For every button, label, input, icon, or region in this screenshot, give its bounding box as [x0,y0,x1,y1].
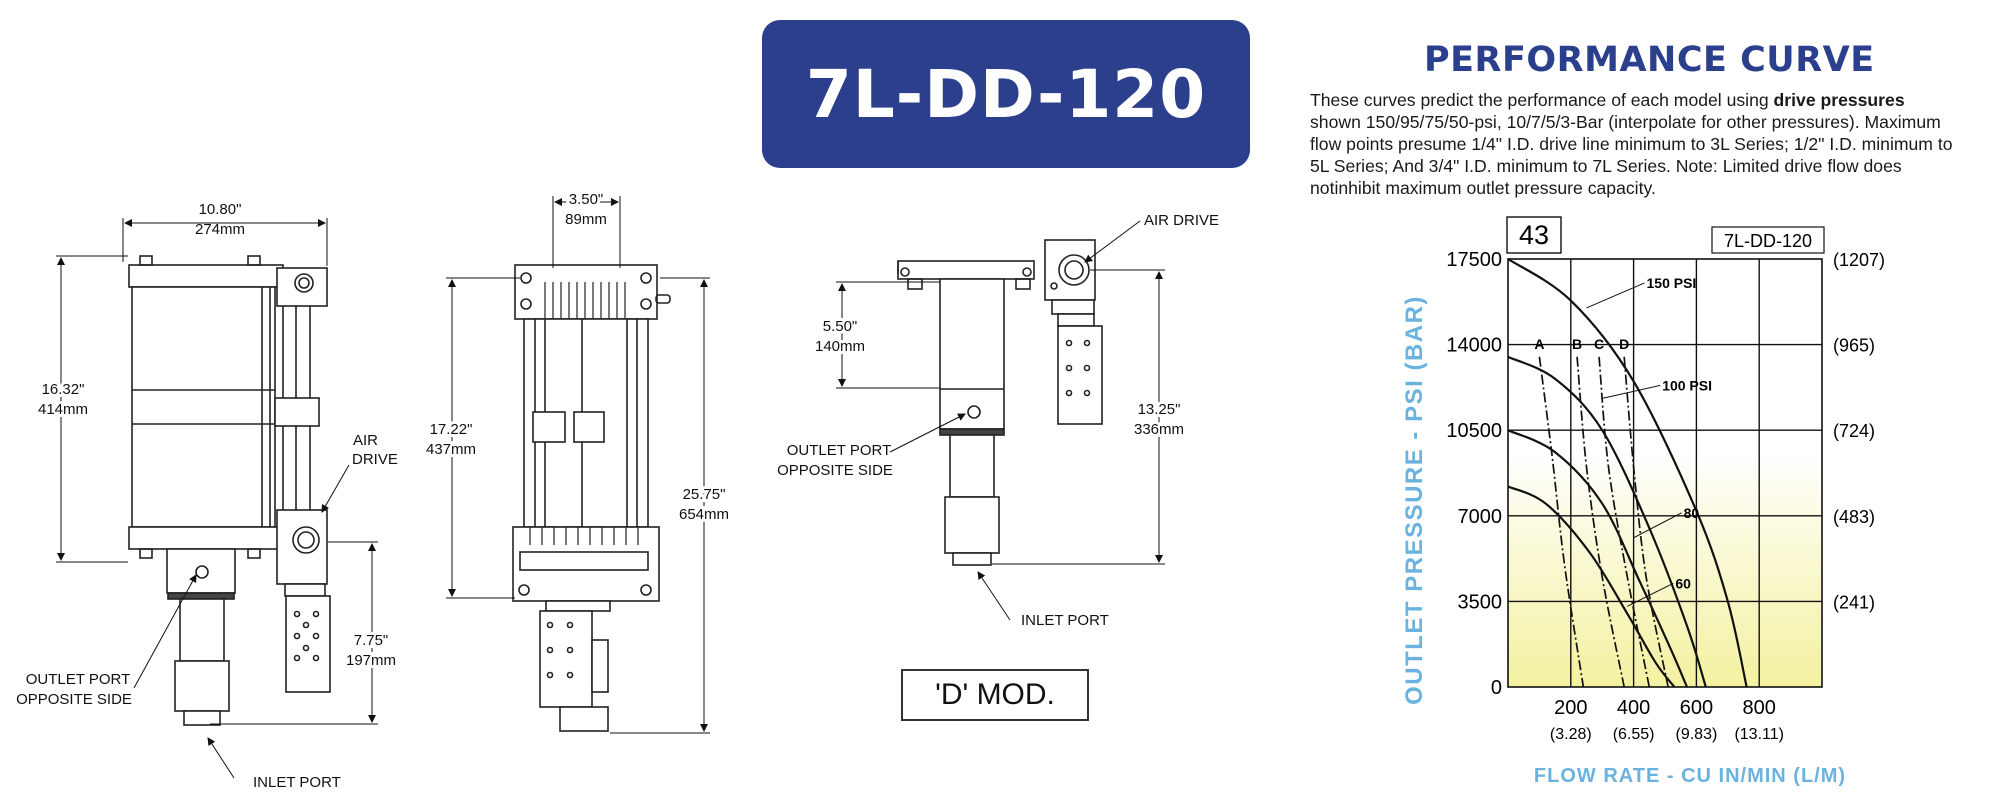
curve-annotation: 100 PSI [1662,377,1712,393]
x-tick-label: 600 [1680,697,1713,719]
pressure-curve [1507,355,1707,688]
chart-model-box [1711,226,1825,254]
model-title: 7L-DD-120 [805,55,1207,133]
y-tick-bar-label: (724) [1833,421,1875,441]
d-mod-label: 'D' MOD. [901,669,1089,721]
chart-curves [1507,258,1748,688]
chart-model-label: 7L-DD-120 [1724,231,1812,251]
performance-curve-title: PERFORMANCE CURVE [1424,40,1875,80]
x-tick-label: 800 [1743,697,1776,719]
flow-limit-label: A [1534,336,1544,352]
y-tick-bar-label: (1207) [1833,250,1885,270]
chart-badge: 43 [1519,220,1549,250]
curve-annotation: 60 [1675,575,1691,591]
x-tick-label: 400 [1617,697,1650,719]
performance-description: These curves predict the performance of … [1310,89,1960,199]
y-tick-bar-label: (483) [1833,507,1875,527]
chart-labels: 17500 (1207) 14000 (965) 10500 (724) 7000 (483)… [1446,249,1885,743]
curve-annotation: 80 [1684,505,1700,521]
chart-badge-box [1506,216,1562,254]
y-tick-label: 17500 [1446,249,1502,271]
pressure-curve [1507,485,1676,688]
description-bold: drive pressures [1773,90,1905,110]
flow-limit-curve [1623,356,1669,688]
x-tick-lm-label: (13.11) [1734,726,1784,743]
y-tick-label: 7000 [1458,506,1503,528]
flow-limit-label: C [1594,336,1604,352]
plot-border [1507,258,1823,688]
x-axis-label: FLOW RATE - CU IN/MIN (L/M) [1534,765,1846,787]
pressure-curve [1507,258,1748,688]
flow-limit-curve [1598,356,1651,688]
flow-limit-label: D [1619,336,1629,352]
description-part1: These curves predict the performance of … [1310,90,1774,110]
y-tick-label: 3500 [1458,591,1503,613]
curve-annotation: 150 PSI [1647,275,1697,291]
annotation-leader [1627,582,1674,607]
plot-background [1508,259,1822,687]
annotation-leader [1602,384,1661,399]
model-title-banner: 7L-DD-120 [762,20,1250,168]
y-tick-bar-label: (965) [1833,336,1875,356]
x-tick-lm-label: (9.83) [1676,726,1718,743]
x-tick-lm-label: (3.28) [1550,726,1592,743]
description-part2: shown 150/95/75/50-psi, 10/7/5/3-Bar (in… [1310,112,1953,198]
pressure-curve [1507,429,1688,688]
annotation-leader [1633,512,1682,539]
y-axis-label: OUTLET PRESSURE - PSI (BAR) [1401,295,1428,705]
flow-limit-curve [1576,356,1626,688]
x-tick-label: 200 [1554,697,1587,719]
flow-limit-curve [1538,356,1585,688]
y-tick-bar-label: (241) [1833,592,1875,612]
y-tick-label: 0 [1491,677,1502,699]
y-tick-label: 14000 [1446,335,1502,357]
flow-limit-label: B [1572,336,1582,352]
y-tick-label: 10500 [1446,420,1502,442]
x-tick-lm-label: (6.55) [1613,726,1655,743]
annotation-leader [1586,282,1645,309]
